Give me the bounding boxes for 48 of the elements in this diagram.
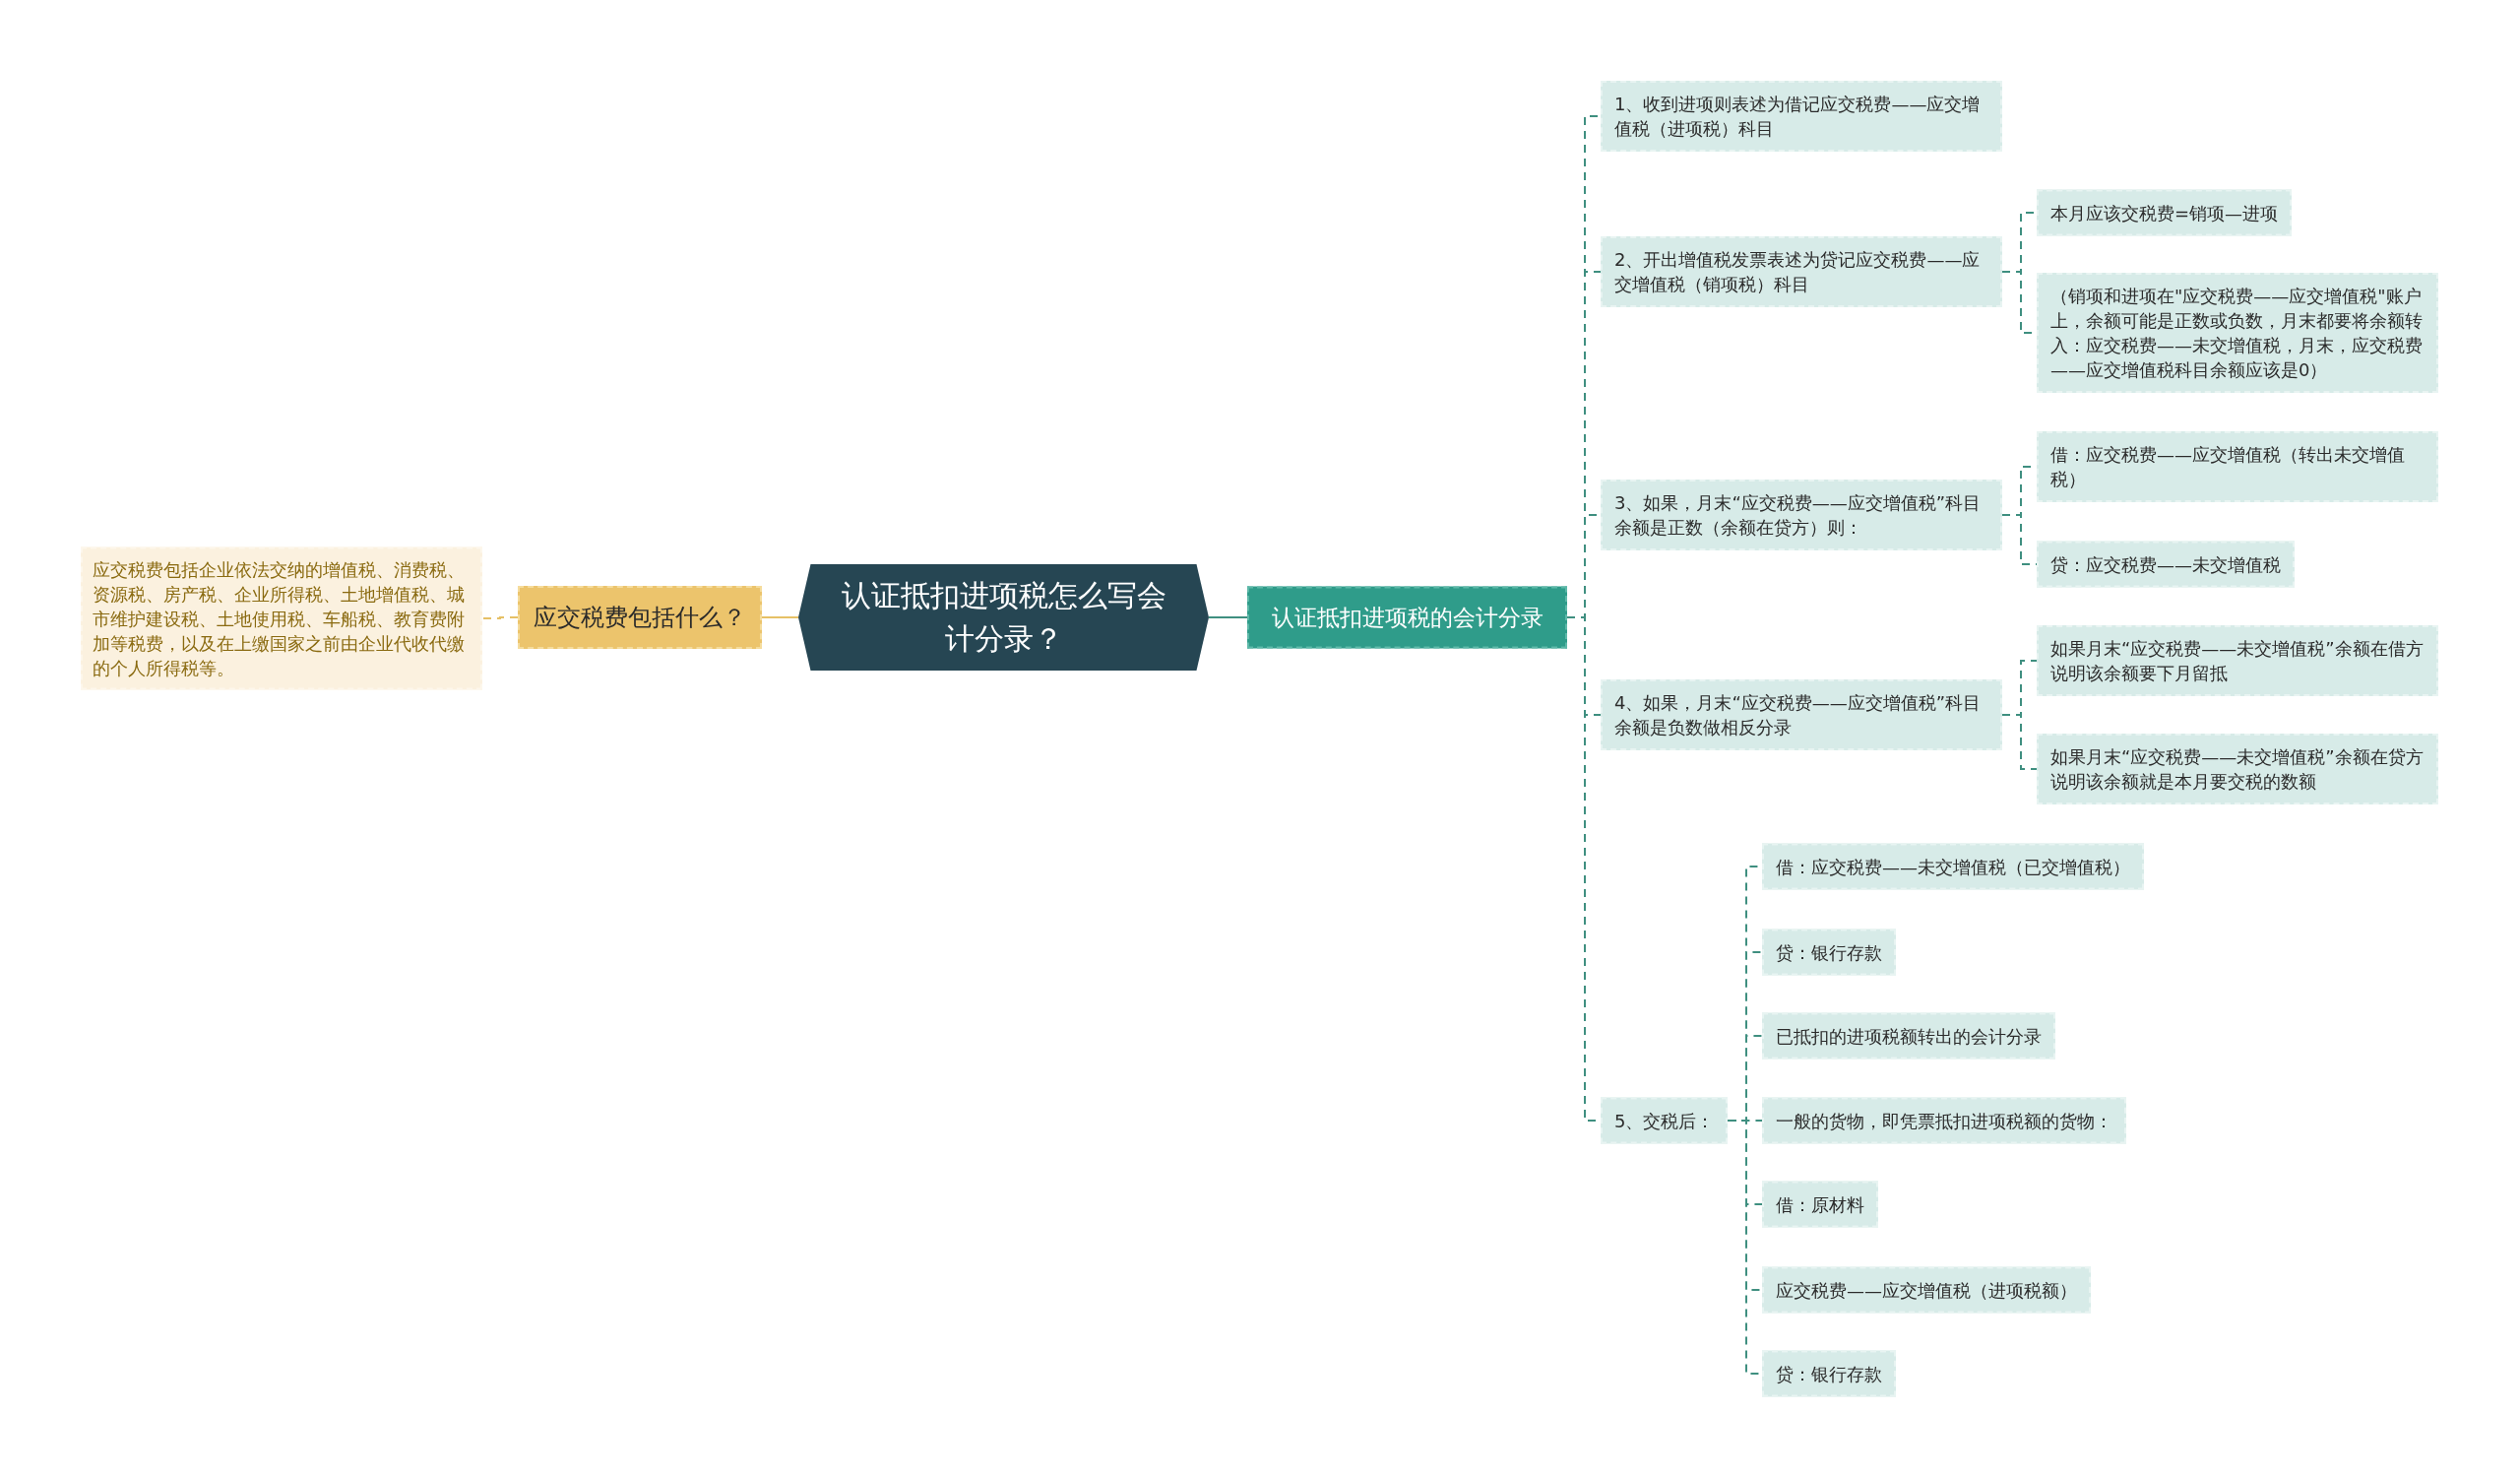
topic-text: 应交税费包括什么？ (534, 603, 746, 633)
topic-text: 5、交税后： (1614, 1109, 1715, 1133)
subtopic-box (1762, 1266, 2091, 1314)
subtopic-box (2037, 625, 2438, 696)
topic-text: 如果月末“应交税费——未交增值税”余额在贷方说明该余额就是本月要交税的数额 (2050, 745, 2425, 794)
subtopic-box (2037, 273, 2438, 393)
subtopic-box (1601, 480, 2002, 550)
topic-text: （销项和进项在"应交税费——应交增值税"账户上，余额可能是正数或负数，月末都要将余额转入：应交税费——未交增值税，月末，应交税费——应交增值税科目余额应该是0） (2050, 285, 2424, 382)
topic-text: 1、收到进项则表述为借记应交税费——应交增值税（进项税）科目 (1614, 93, 1982, 141)
topic-text: 贷：银行存款 (1776, 940, 1882, 965)
topic-text: 应交税费包括企业依法交纳的增值税、消费税、资源税、房产税、企业所得税、土地增值税、城市维护建设税、土地使用税、车船税、教育费附加等税费，以及在上缴国家之前由企业代收代缴的个人所得税等。 (93, 557, 466, 680)
subtopic-box (1601, 1097, 1729, 1144)
connector-line (761, 616, 799, 618)
subtopic-box (1762, 843, 2144, 890)
subtopic-box (1762, 1350, 1896, 1397)
subtopic-box (1762, 1012, 2055, 1060)
topic-box (518, 586, 762, 649)
subtopic-box (1762, 929, 1896, 976)
topic-text: 一般的货物，即凭票抵扣进项税额的货物： (1776, 1109, 2112, 1133)
topic-text: 已抵扣的进项税额转出的会计分录 (1776, 1024, 2042, 1049)
topic-text: 认证抵扣进项税怎么写会计分录？ (840, 577, 1167, 658)
topic-text: 2、开出增值税发票表述为贷记应交税费——应交增值税（销项税）科目 (1614, 248, 1982, 296)
topic-text: 3、如果，月末“应交税费——应交增值税”科目余额是正数（余额在贷方）则： (1614, 491, 1983, 540)
topic-text: 借：应交税费——应交增值税（转出未交增值税） (2050, 443, 2406, 491)
topic-text: 贷：应交税费——未交增值税 (2050, 552, 2281, 577)
note-box (81, 546, 482, 690)
topic-text: 借：应交税费——未交增值税（已交增值税） (1776, 855, 2130, 879)
subtopic-box (1601, 81, 2002, 152)
topic-text: 认证抵扣进项税的会计分录 (1271, 603, 1544, 632)
subtopic-box (2037, 541, 2295, 588)
topic-text: 4、如果，月末“应交税费——应交增值税”科目余额是负数做相反分录 (1614, 691, 1983, 739)
subtopic-box (1601, 236, 2002, 307)
connector-line (481, 616, 519, 619)
subtopic-box (1762, 1097, 2126, 1144)
connector-line (1208, 616, 1248, 618)
subtopic-box (1601, 679, 2002, 750)
subtopic-box (2037, 431, 2438, 502)
topic-text: 应交税费——应交增值税（进项税额） (1776, 1278, 2077, 1303)
topic-text: 本月应该交税费=销项—进项 (2050, 201, 2279, 225)
connector-line (2001, 714, 2038, 770)
topic-text: 如果月末“应交税费——未交增值税”余额在借方说明该余额要下月留抵 (2050, 637, 2425, 685)
subtopic-box (2037, 189, 2293, 236)
topic-text: 借：原材料 (1776, 1192, 1864, 1217)
subtopic-box (1762, 1181, 1878, 1228)
subtopic-box (2037, 734, 2438, 804)
central-topic-hexagon (798, 564, 1209, 671)
topic-box (1247, 586, 1567, 649)
topic-text: 贷：银行存款 (1776, 1362, 1882, 1386)
